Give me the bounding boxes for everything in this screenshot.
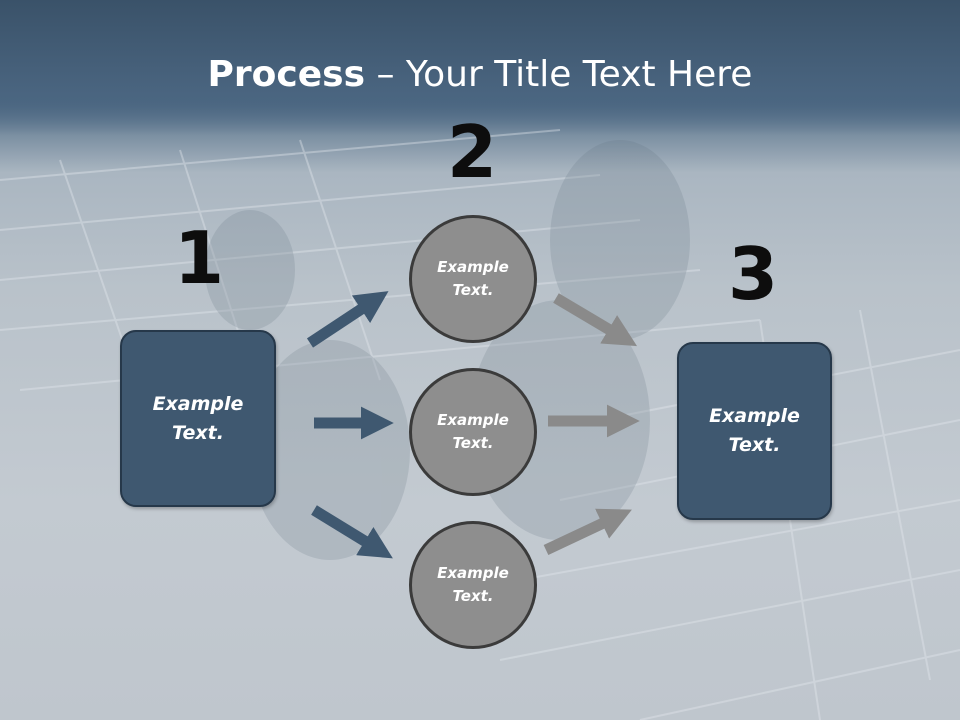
circle-bottom-label: Example Text. [437,564,509,605]
circle-top-label: Example Text. [437,258,509,299]
step-number-1: 1 [173,216,225,300]
title-rest: – Your Title Text Here [365,54,753,95]
step-3-box: Example Text. [677,342,832,520]
page-title: Process – Your Title Text Here [0,52,960,98]
step-3-label: Example Text. [709,405,800,456]
title-bold: Process [207,54,366,95]
step-number-3: 3 [727,232,779,316]
step-2-circle-middle: Example Text. [409,368,537,496]
title-band [0,0,960,135]
step-number-2: 2 [446,110,498,194]
circle-middle-label: Example Text. [437,411,509,452]
step-2-circle-top: Example Text. [409,215,537,343]
step-1-box: Example Text. [120,330,276,507]
step-1-label: Example Text. [152,392,244,444]
step-2-circle-bottom: Example Text. [409,521,537,649]
